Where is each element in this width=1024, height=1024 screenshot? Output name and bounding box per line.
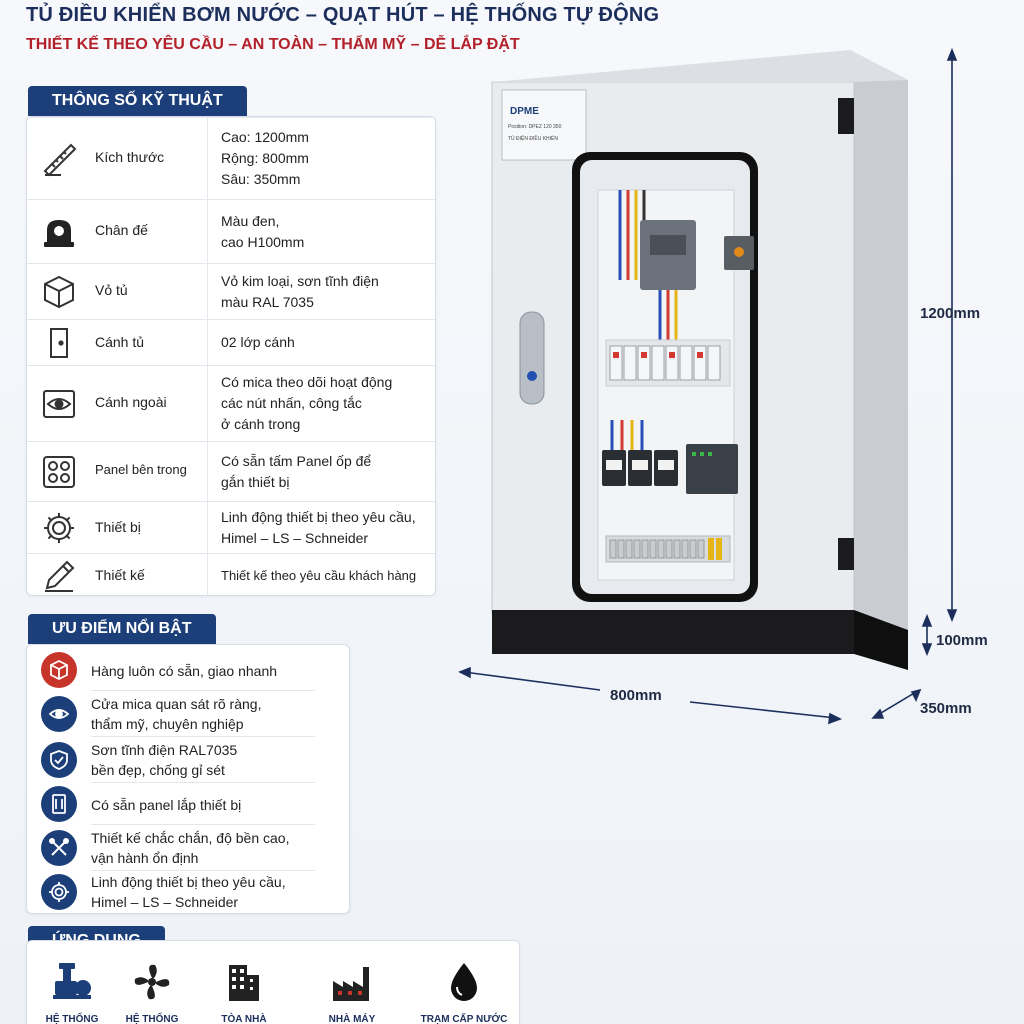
spec-value: 02 lớp cánh	[221, 334, 295, 350]
name-plate	[501, 89, 587, 161]
gear-icon	[41, 874, 77, 910]
dim-depth-label: 350mm	[920, 700, 972, 717]
box-icon	[41, 274, 77, 310]
page-title: TỦ ĐIỀU KHIỂN BƠM NƯỚC – QUẠT HÚT – HỆ T…	[26, 4, 660, 26]
spec-row-equipment: Thiết bị Linh động thiết bị theo yêu cầu…	[27, 501, 435, 553]
advantage-item: Thiết kế chắc chắn, độ bền cao,vận hành …	[27, 825, 349, 871]
building-icon	[229, 965, 259, 1001]
spec-row-door: Cánh tủ 02 lớp cánh	[27, 319, 435, 365]
spec-label: Cánh tủ	[95, 334, 145, 350]
hinge-top	[838, 98, 854, 134]
spec-row-design: Thiết kế Thiết kế theo yêu cầu khách hàn…	[27, 553, 435, 597]
pump-icon	[53, 963, 91, 999]
applications-list: HỆ THỐNG HỆ THỐNG TÒA NHÀ NHÀ MÁY TRẠM C…	[26, 940, 520, 1024]
spec-label: Vỏ tủ	[95, 282, 128, 298]
hinge-bottom	[838, 538, 854, 570]
specs-column-divider	[207, 117, 208, 595]
box-fast-icon	[41, 652, 77, 688]
pencil-icon	[41, 558, 77, 594]
plate-line2: TỦ ĐIỆN ĐIỀU KHIỂN	[508, 134, 558, 142]
dim-height-label: 1200mm	[920, 305, 981, 322]
spec-label: Chân đế	[95, 222, 148, 238]
application-fan: HỆ THỐNG	[107, 959, 197, 1024]
application-building: TÒA NHÀ	[199, 959, 289, 1024]
advantages-heading: ƯU ĐIỂM NỔI BẬT	[28, 614, 216, 644]
advantage-text: Có sẵn panel lắp thiết bị	[91, 797, 242, 813]
advantages-list: Hàng luôn có sẵn, giao nhanh Cửa mica qu…	[26, 644, 350, 914]
door-icon	[41, 325, 77, 361]
advantage-item: Có sẵn panel lắp thiết bị	[27, 783, 349, 825]
door-handle	[519, 311, 545, 405]
factory-icon	[333, 967, 369, 1001]
gear-icon	[41, 510, 77, 546]
advantage-text: Hàng luôn có sẵn, giao nhanh	[91, 663, 278, 679]
application-water-station: TRẠM CẤP NƯỚC	[419, 959, 509, 1024]
spec-label: Thiết bị	[95, 519, 141, 535]
plate-brand: DPME	[510, 106, 539, 117]
eye-icon	[41, 386, 77, 422]
spec-label: Kích thước	[95, 149, 165, 165]
plate-line1: Position: DPEZ 120 350	[508, 124, 562, 130]
plc-module	[686, 444, 738, 494]
spec-label: Cánh ngoài	[95, 394, 167, 410]
advantage-item: Hàng luôn có sẵn, giao nhanh	[27, 649, 349, 691]
spec-row-base: Chân đế Màu đen,cao H100mm	[27, 199, 435, 263]
application-factory: NHÀ MÁY	[307, 959, 397, 1024]
base-icon	[41, 214, 77, 250]
page-subtitle: THIẾT KẾ THEO YÊU CẦU – AN TOÀN – THẨM M…	[26, 36, 520, 53]
advantage-text: Cửa mica quan sát rõ ràng,thẩm mỹ, chuyê…	[91, 696, 262, 732]
eye-icon	[41, 696, 77, 732]
panel-icon	[41, 454, 77, 490]
water-drop-icon	[451, 963, 477, 1001]
advantage-text: Linh động thiết bị theo yêu cầu,Himel – …	[91, 874, 286, 910]
panel-icon	[41, 786, 77, 822]
advantage-item: Cửa mica quan sát rõ ràng,thẩm mỹ, chuyê…	[27, 691, 349, 737]
dim-base-label: 100mm	[936, 632, 988, 649]
spec-label: Panel bên trong	[95, 462, 187, 477]
shield-icon	[41, 742, 77, 778]
spec-label: Thiết kế	[95, 567, 145, 583]
ruler-icon	[41, 141, 77, 177]
tools-icon	[41, 830, 77, 866]
spec-value: Màu đen,cao H100mm	[221, 213, 305, 250]
advantage-item: Linh động thiết bị theo yêu cầu,Himel – …	[27, 871, 349, 915]
cabinet-side	[850, 50, 908, 630]
spec-value: Thiết kế theo yêu cầu khách hàng	[221, 568, 417, 583]
application-pump: HỆ THỐNG	[27, 959, 117, 1024]
cabinet-illustration: DPME Position: DPEZ 120 350 TỦ ĐIỆN ĐIỀU…	[458, 47, 958, 725]
specs-heading: THÔNG SỐ KỸ THUẬT	[28, 86, 247, 116]
fan-icon	[134, 964, 170, 1000]
dim-width-label: 800mm	[610, 687, 662, 704]
cabinet-plinth	[492, 610, 854, 654]
spec-value: Linh động thiết bị theo yêu cầu,Himel – …	[221, 509, 416, 546]
advantage-text: Thiết kế chắc chắn, độ bền cao,vận hành …	[91, 830, 290, 866]
